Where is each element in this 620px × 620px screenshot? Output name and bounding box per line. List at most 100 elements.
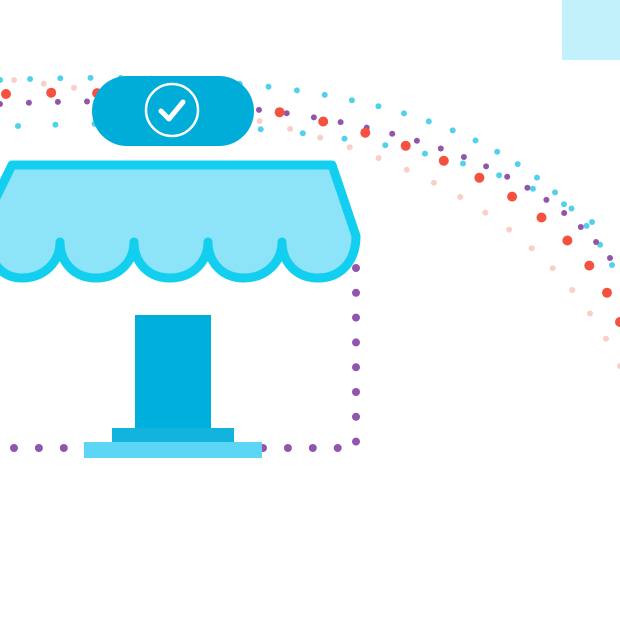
door-step-top	[112, 428, 234, 444]
trail-dot-purple	[54, 98, 61, 105]
trail-dot-cyan	[534, 174, 540, 181]
trail-dot-pink	[11, 77, 17, 83]
frame-dot-purple	[352, 363, 360, 372]
trail-dot-pink	[603, 335, 609, 342]
trail-dot-red	[584, 260, 595, 271]
trail-dot-red	[536, 212, 547, 223]
trail-dot-cyan	[265, 83, 272, 90]
trail-dot-cyan	[375, 103, 382, 110]
trail-dot-pink	[587, 310, 593, 317]
trail-dot-pink	[482, 209, 489, 216]
frame-dot-purple	[352, 313, 360, 322]
trail-dot-red	[46, 87, 57, 98]
trail-dot-pink	[287, 125, 294, 132]
trail-dot-cyan	[0, 77, 3, 83]
trail-dot-purple	[337, 119, 344, 126]
frame-dot-purple	[34, 444, 43, 452]
trail-dot-purple	[389, 130, 396, 137]
trail-dot-cyan	[449, 127, 456, 134]
trail-dot-red	[400, 140, 411, 151]
trail-dot-purple	[413, 137, 420, 144]
awning-canopy	[0, 160, 361, 283]
check-circle-icon	[144, 82, 200, 138]
trail-dot-red	[318, 116, 329, 127]
trail-dot-cyan	[321, 91, 328, 98]
check-mark-icon	[158, 99, 186, 122]
trail-dot-purple	[437, 145, 444, 152]
trail-dot-purple	[577, 224, 584, 230]
trail-dot-purple	[504, 173, 511, 180]
trail-dot-cyan	[15, 123, 21, 129]
trail-dot-cyan	[561, 201, 567, 208]
trail-dot-purple	[310, 114, 317, 121]
frame-dot-purple	[352, 288, 360, 297]
trail-dot-cyan	[609, 262, 615, 268]
trail-dot-purple	[84, 98, 90, 105]
trail-dot-cyan	[401, 110, 407, 117]
check-badge	[92, 76, 254, 146]
frame-dot-purple	[352, 437, 360, 446]
trail-dot-purple	[543, 196, 550, 203]
trail-dot-pink	[549, 265, 556, 272]
trail-dot-pink	[506, 226, 513, 233]
trail-dot-purple	[256, 106, 262, 113]
trail-dot-pink	[346, 144, 353, 151]
frame-dot-purple	[352, 412, 360, 421]
trail-dot-cyan	[27, 76, 34, 82]
trail-dot-pink	[317, 134, 324, 141]
trail-dot-red	[1, 89, 11, 99]
trail-dot-cyan	[87, 74, 94, 81]
store-door	[135, 315, 211, 433]
dotted-trails	[0, 74, 620, 452]
frame-dot-purple	[352, 388, 360, 396]
trail-dot-pink	[40, 80, 47, 87]
trail-dot-cyan	[589, 219, 595, 225]
frame-dot-purple	[352, 338, 360, 347]
store-awning	[0, 160, 361, 283]
trail-dot-purple	[483, 163, 490, 170]
trail-dot-purple	[283, 110, 290, 117]
trail-dot-pink	[457, 194, 464, 200]
trail-dot-cyan	[568, 205, 575, 212]
trail-dot-pink	[430, 179, 437, 186]
trail-dot-cyan	[341, 135, 348, 142]
trail-dot-pink	[71, 84, 77, 91]
trail-dot-red	[602, 287, 612, 298]
trail-dot-purple	[460, 154, 467, 160]
trail-dot-cyan	[57, 75, 64, 82]
trail-dot-purple	[524, 184, 531, 191]
trail-dot-purple	[25, 99, 32, 106]
frame-dot-purple	[352, 264, 360, 272]
trail-dot-red	[507, 191, 518, 202]
trail-dot-red	[562, 235, 573, 246]
corner-block	[562, 0, 620, 60]
frame-dot-purple	[333, 444, 342, 452]
door-step-base	[84, 442, 262, 458]
trail-dot-red	[474, 172, 485, 183]
trail-dot-cyan	[529, 185, 536, 192]
trail-dot-cyan	[348, 97, 355, 104]
trail-dot-cyan	[496, 172, 503, 179]
trail-dot-red	[438, 155, 449, 166]
trail-dot-cyan	[382, 142, 389, 149]
trail-dot-cyan	[293, 87, 300, 94]
trail-dot-pink	[569, 287, 576, 293]
trail-dot-cyan	[472, 137, 479, 144]
trail-dot-red	[274, 107, 285, 118]
trail-dot-purple	[593, 239, 600, 245]
trail-dot-pink	[256, 118, 263, 124]
frame-dot-purple	[283, 444, 292, 452]
trail-dot-cyan	[460, 160, 466, 167]
trail-dot-cyan	[494, 148, 501, 155]
trail-dot-red	[360, 127, 371, 138]
trail-dot-pink	[403, 166, 410, 173]
trail-dot-purple	[607, 255, 613, 261]
trail-dot-pink	[617, 363, 620, 369]
frame-dot-purple	[59, 444, 68, 452]
trail-dot-purple	[0, 101, 3, 107]
trail-dot-cyan	[425, 118, 432, 125]
frame-dot-purple	[308, 444, 317, 452]
trail-dot-cyan	[257, 126, 264, 133]
